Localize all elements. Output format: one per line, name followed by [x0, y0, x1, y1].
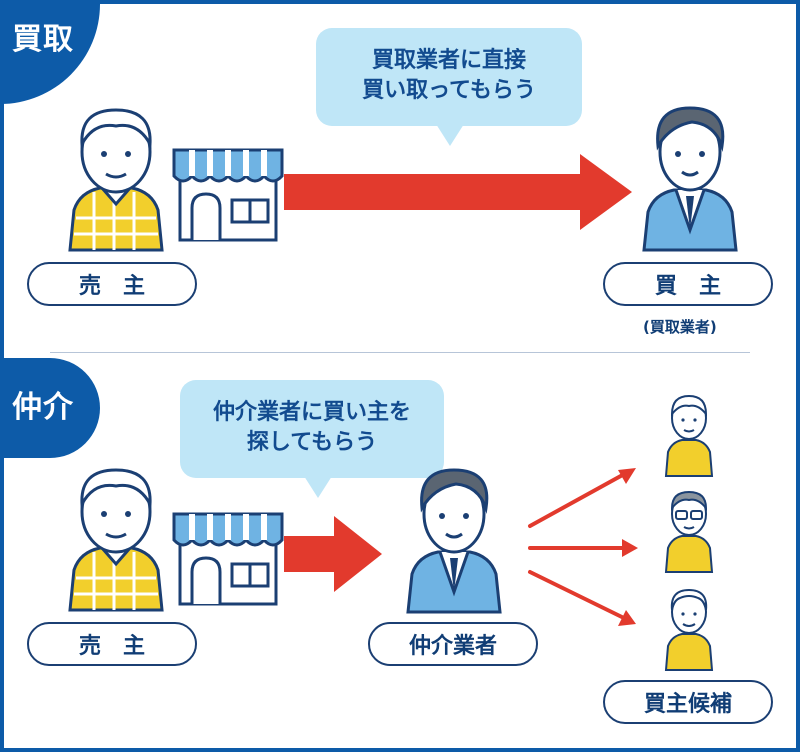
agent-businessman-icon — [406, 468, 502, 614]
bubble-tail — [304, 476, 332, 498]
section-badge-chukai: 仲介 — [0, 358, 100, 458]
arrows-to-candidates — [528, 468, 638, 626]
section-divider — [50, 352, 750, 353]
agent-label: 仲介業者 — [368, 622, 538, 666]
bubble-line-1: 仲介業者に買い主を — [212, 400, 411, 425]
candidates-label-text: 買主候補 — [643, 692, 732, 717]
candidate-elder-person-icon — [664, 588, 714, 671]
arrow-right-icon — [284, 154, 632, 230]
buyer-label: 買 主 — [603, 262, 773, 306]
candidates-label: 買主候補 — [603, 680, 773, 724]
arrow-right-icon — [284, 516, 382, 592]
buyer-label-text: 買 主 — [654, 274, 721, 299]
buyer-note: (買取業者) — [643, 318, 717, 336]
seller-label-bottom: 売 主 — [27, 622, 197, 666]
speech-bubble-kaitori: 買取業者に直接 買い取ってもらう — [316, 28, 582, 146]
bubble-line-1: 買取業者に直接 — [371, 48, 526, 73]
buyer-businessman-icon — [642, 106, 738, 252]
seller-person-icon — [68, 108, 164, 252]
bubble-line-2: 探してもらう — [246, 430, 378, 455]
section-label-kaitori: 買取 — [12, 22, 74, 57]
seller-label-text: 売 主 — [78, 274, 145, 299]
candidate-person-icon — [664, 394, 714, 477]
bubble-tail — [436, 124, 464, 146]
shop-icon — [172, 148, 284, 242]
arrow-line-up — [528, 470, 630, 528]
bubble-line-2: 買い取ってもらう — [362, 78, 536, 103]
speech-bubble-chukai: 仲介業者に買い主を 探してもらう — [180, 380, 444, 498]
seller-person-icon — [68, 468, 164, 612]
section-label-chukai: 仲介 — [12, 390, 74, 425]
section-badge-kaitori: 買取 — [0, 4, 100, 104]
shop-icon — [172, 512, 284, 606]
arrow-line-down — [528, 570, 630, 622]
agent-label-text: 仲介業者 — [408, 634, 497, 659]
seller-label-top: 売 主 — [27, 262, 197, 306]
seller-label-text: 売 主 — [78, 634, 145, 659]
candidate-glasses-person-icon — [664, 490, 714, 573]
